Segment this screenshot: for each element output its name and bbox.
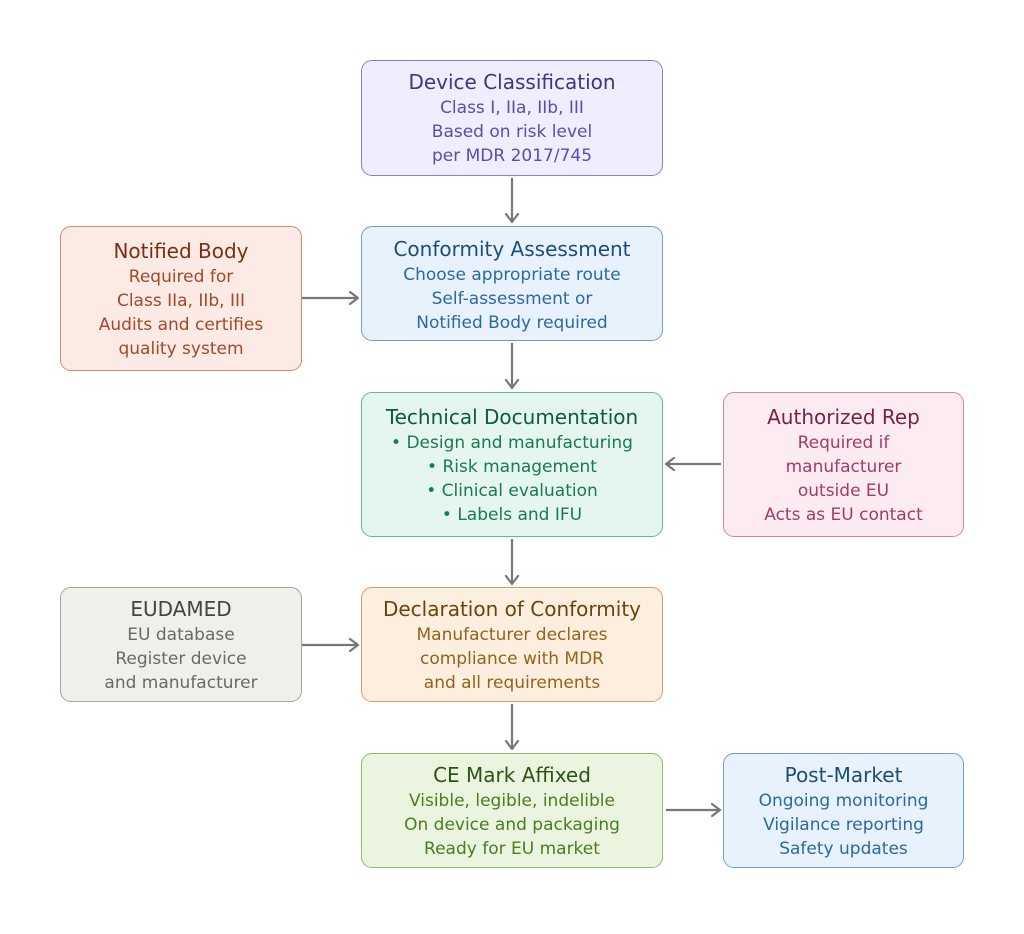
conformity-assessment-box: Conformity Assessment Choose appropriate… xyxy=(361,226,663,341)
box-line: • Design and manufacturing xyxy=(391,432,633,453)
box-line: On device and packaging xyxy=(404,814,620,835)
box-line: Ongoing monitoring xyxy=(758,790,929,811)
box-line: Class I, IIa, IIb, III xyxy=(440,98,584,118)
box-line: Notified Body required xyxy=(416,312,608,333)
box-line: Register device xyxy=(115,648,247,669)
box-line: Class IIa, IIb, III xyxy=(116,290,246,311)
arrow-declaration-to-cemark xyxy=(504,704,520,751)
declaration-of-conformity-box: Declaration of Conformity Manufacturer d… xyxy=(361,587,663,702)
arrow-notified-to-conformity xyxy=(302,290,360,306)
box-line: Ready for EU market xyxy=(424,838,600,859)
box-title: Notified Body xyxy=(113,238,249,263)
box-title: EUDAMED xyxy=(130,596,232,621)
box-title: Device Classification xyxy=(408,70,616,94)
arrow-conformity-to-techdoc xyxy=(504,343,520,390)
arrow-classification-to-conformity xyxy=(504,178,520,224)
box-line: Vigilance reporting xyxy=(763,814,924,835)
box-line: Required if xyxy=(797,432,890,453)
box-title: Post-Market xyxy=(784,762,903,787)
box-title: Conformity Assessment xyxy=(393,236,631,261)
arrow-authrep-to-techdoc xyxy=(664,456,721,472)
arrow-cemark-to-postmarket xyxy=(666,802,722,818)
box-line: per MDR 2017/745 xyxy=(431,146,593,166)
post-market-box: Post-Market Ongoing monitoring Vigilance… xyxy=(723,753,964,868)
box-line: compliance with MDR xyxy=(420,648,604,669)
box-line: Choose appropriate route xyxy=(403,264,621,285)
box-line: • Labels and IFU xyxy=(441,504,583,525)
ce-mark-affixed-box: CE Mark Affixed Visible, legible, indeli… xyxy=(361,753,663,868)
box-title: CE Mark Affixed xyxy=(433,762,591,787)
eudamed-box: EUDAMED EU database Register device and … xyxy=(60,587,302,702)
box-line: Based on risk level xyxy=(431,122,593,142)
box-line: and manufacturer xyxy=(104,672,258,693)
box-line: Self-assessment or xyxy=(431,288,593,309)
box-title: Technical Documentation xyxy=(385,404,639,429)
notified-body-box: Notified Body Required for Class IIa, II… xyxy=(60,226,302,371)
technical-documentation-box: Technical Documentation • Design and man… xyxy=(361,392,663,537)
box-line: • Risk management xyxy=(427,456,597,477)
box-line: Audits and certifies xyxy=(98,314,264,335)
box-line: quality system xyxy=(118,338,244,359)
box-line: Visible, legible, indelible xyxy=(409,790,615,811)
device-classification-box: Device Classification Class I, IIa, IIb,… xyxy=(361,60,663,176)
authorized-rep-box: Authorized Rep Required if manufacturer … xyxy=(723,392,964,537)
arrow-techdoc-to-declaration xyxy=(504,539,520,586)
box-line: Acts as EU contact xyxy=(764,504,923,525)
box-line: and all requirements xyxy=(423,672,601,693)
box-line: • Clinical evaluation xyxy=(426,480,598,501)
box-title: Authorized Rep xyxy=(767,404,920,429)
box-title: Declaration of Conformity xyxy=(382,596,642,621)
box-line: EU database xyxy=(127,624,235,645)
box-line: outside EU xyxy=(797,480,890,501)
box-line: Safety updates xyxy=(779,838,908,859)
box-line: Required for xyxy=(128,266,234,287)
box-line: manufacturer xyxy=(785,456,902,477)
box-line: Manufacturer declares xyxy=(416,624,608,645)
arrow-eudamed-to-declaration xyxy=(302,637,360,653)
